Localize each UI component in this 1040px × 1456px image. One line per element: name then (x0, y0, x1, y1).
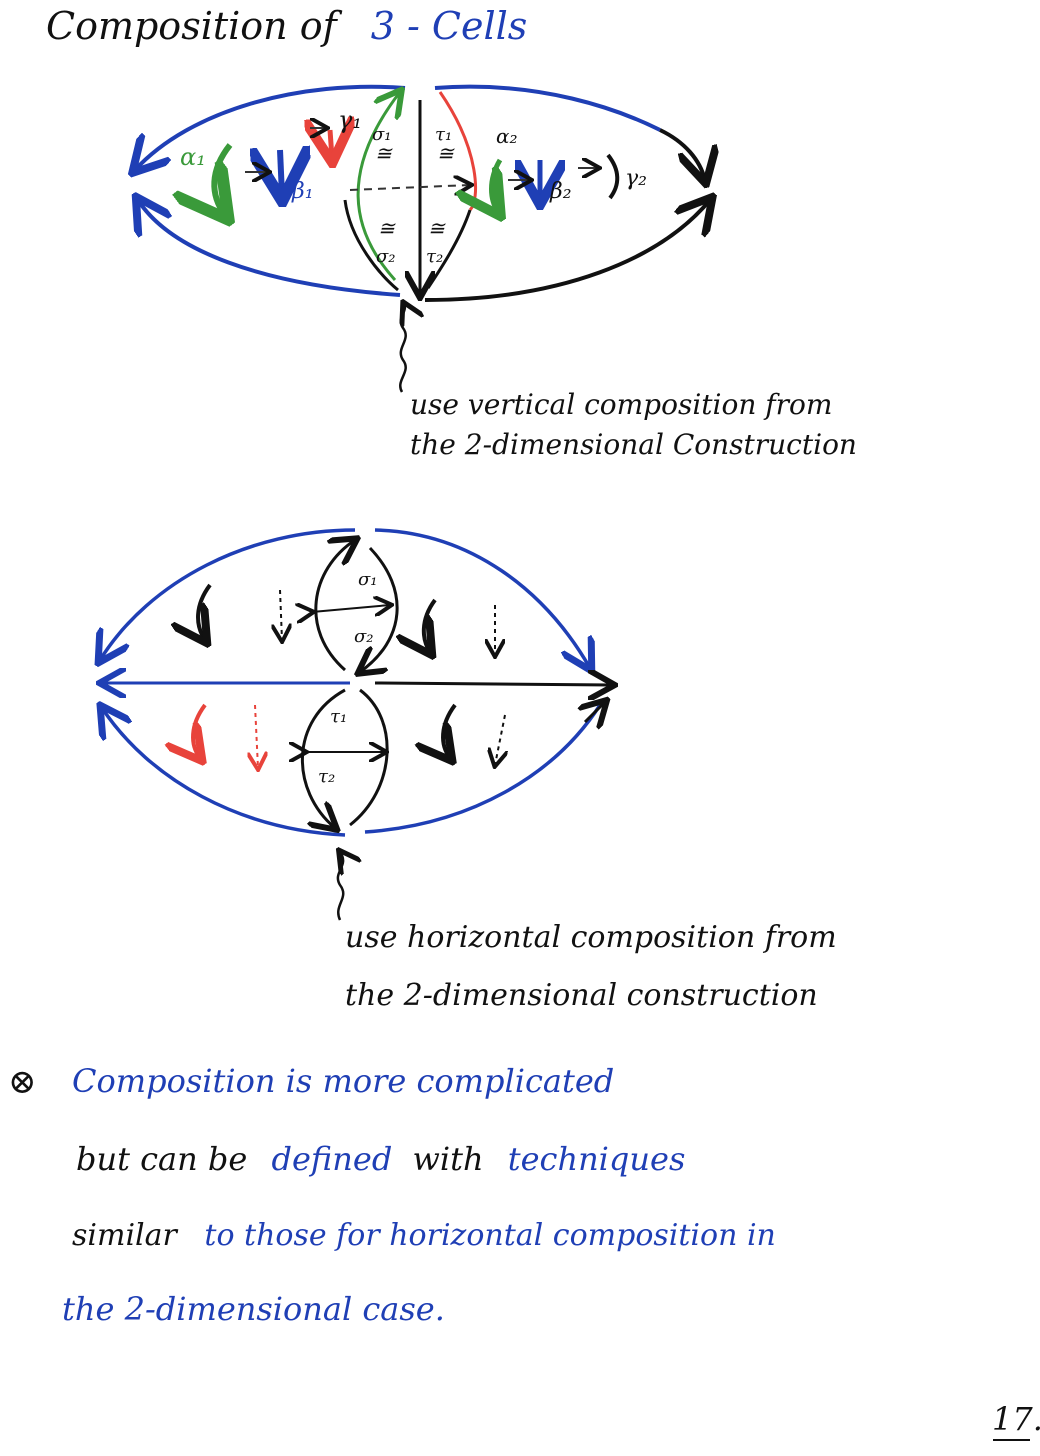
alpha2-arrow (492, 158, 501, 212)
d2-cell-ll-b (255, 704, 258, 768)
note-horizontal-line1: use horizontal composition from (345, 920, 837, 955)
d2-cell-ul-b (280, 589, 282, 640)
vertical-black-left-lower (343, 199, 399, 292)
beta1-arrow (280, 150, 282, 195)
remark-line2-b: defined (271, 1140, 393, 1178)
note-vertical-line2: the 2-dimensional Construction (410, 428, 857, 461)
d2-cell-ur-a (424, 598, 435, 652)
remark-line3-a: similar (72, 1218, 177, 1253)
label-beta1: β₁ (291, 179, 314, 204)
remark-line2-a: but can be (76, 1140, 248, 1178)
label-tau1: τ₁ (435, 124, 452, 145)
arc-top-right (434, 84, 661, 132)
d2-cell-lr-a (443, 703, 455, 758)
remark-line2-d: techniques (507, 1140, 686, 1178)
squiggle-1 (399, 304, 405, 393)
iso-sign-3: ≅ (378, 216, 396, 240)
page-title: Composition of 3 - Cells (46, 4, 527, 48)
gamma2-arrow (606, 153, 620, 200)
d2-lens-upper-left (314, 540, 355, 672)
vertical-green-left (356, 92, 400, 282)
remark-line3-b: to those for horizontal composition in (204, 1218, 776, 1253)
d2-horizontal-right (374, 683, 612, 685)
page-number: 17. (992, 1400, 1040, 1438)
d2-label-sigma1: σ₁ (358, 569, 378, 590)
arc-top-right-black (659, 128, 705, 180)
alpha1-arrow (214, 143, 230, 215)
squiggle-2 (338, 852, 343, 921)
label-beta2: β₂ (549, 179, 572, 204)
d2-cell-ll-a (193, 703, 205, 758)
gamma1-arrow (330, 130, 332, 158)
note-vertical-line1: use vertical composition from (410, 388, 833, 421)
arc-top-left (135, 84, 406, 170)
title-main: Composition of (46, 4, 337, 48)
iso-sign-2: ≅ (437, 141, 455, 165)
label-alpha1: α₁ (180, 143, 206, 171)
title-highlight: 3 - Cells (370, 4, 528, 48)
label-gamma2: γ₂ (625, 166, 647, 191)
arc-bottom-left (138, 200, 401, 297)
d2-cell-ul-a (198, 583, 210, 640)
remark-line2: but can be defined with techniques (76, 1140, 685, 1178)
d2-arc-top-right (374, 528, 590, 668)
iso-sign-1: ≅ (375, 141, 393, 165)
label-gamma1: γ₁ (338, 106, 362, 134)
remark-line2-c: with (412, 1140, 484, 1178)
d2-lens-upper-mid (312, 605, 390, 612)
d2-lens-lower-right (349, 688, 389, 827)
d2-lens-upper-right (360, 546, 399, 672)
d2-arc-bottom-right-tip (585, 702, 605, 722)
d2-label-tau1: τ₁ (330, 706, 347, 727)
d2-cell-lr-b (495, 714, 505, 765)
d2-arc-top-left (100, 528, 356, 660)
remark-bullet: ⊗ (8, 1062, 37, 1102)
arc-bottom-right (424, 200, 710, 302)
label-tau2: τ₂ (426, 246, 443, 267)
label-sigma1: σ₁ (372, 124, 392, 145)
note-horizontal-line2: the 2-dimensional construction (345, 978, 818, 1013)
remark-line4: the 2-dimensional case. (62, 1290, 445, 1328)
horizontal-dashed (349, 185, 470, 190)
label-alpha2: α₂ (496, 124, 518, 148)
d2-arc-bottom-left (102, 708, 346, 837)
d2-label-tau2: τ₂ (318, 766, 335, 787)
d2-label-sigma2: σ₂ (354, 626, 374, 647)
remark-line3: similar to those for horizontal composit… (72, 1218, 776, 1253)
label-sigma2: σ₂ (376, 246, 396, 267)
d2-arc-bottom-right (364, 704, 602, 834)
iso-sign-4: ≅ (428, 216, 446, 240)
remark-line1: Composition is more complicated (72, 1062, 615, 1100)
